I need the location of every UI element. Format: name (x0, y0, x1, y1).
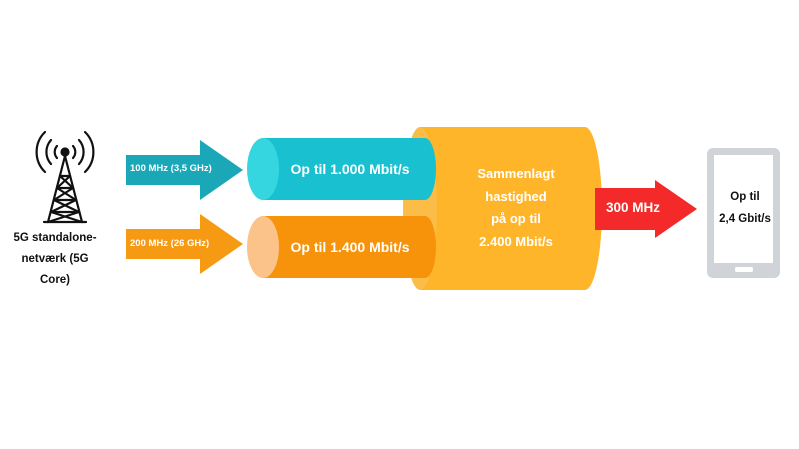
tower-label: 5G standalone- netværk (5G Core) (5, 228, 105, 291)
output-arrow-label: 300 MHz (605, 200, 661, 215)
tower-label-line1: 5G standalone- (13, 232, 97, 244)
input-pipe-1 (247, 138, 436, 200)
cell-tower-icon (35, 130, 95, 224)
phone-label-line2: 2,4 Gbit/s (719, 213, 771, 225)
combined-line1: Sammenlagt (477, 166, 555, 181)
output-arrow (595, 180, 697, 238)
combined-label: Sammenlagt hastighed på op til 2.400 Mbi… (455, 163, 577, 253)
input-arrow-2 (126, 214, 243, 274)
phone-label: Op til 2,4 Gbit/s (712, 186, 778, 230)
input-pipe-2-label: Op til 1.400 Mbit/s (290, 239, 410, 255)
input-pipe-1-label: Op til 1.000 Mbit/s (290, 161, 410, 177)
phone-icon (707, 148, 780, 278)
input-arrow-1 (126, 140, 243, 200)
input-arrow-2-label: 200 MHz (26 GHz) (130, 238, 210, 249)
tower-label-line2: netværk (5G Core) (21, 253, 89, 286)
combined-line2: hastighed (485, 188, 547, 204)
input-arrow-1-label: 100 MHz (3,5 GHz) (130, 163, 212, 174)
input-pipe-2 (247, 216, 436, 278)
combined-line3: på op til (491, 211, 541, 226)
phone-label-line1: Op til (730, 191, 760, 203)
combined-line4: 2.400 Mbit/s (479, 233, 553, 249)
